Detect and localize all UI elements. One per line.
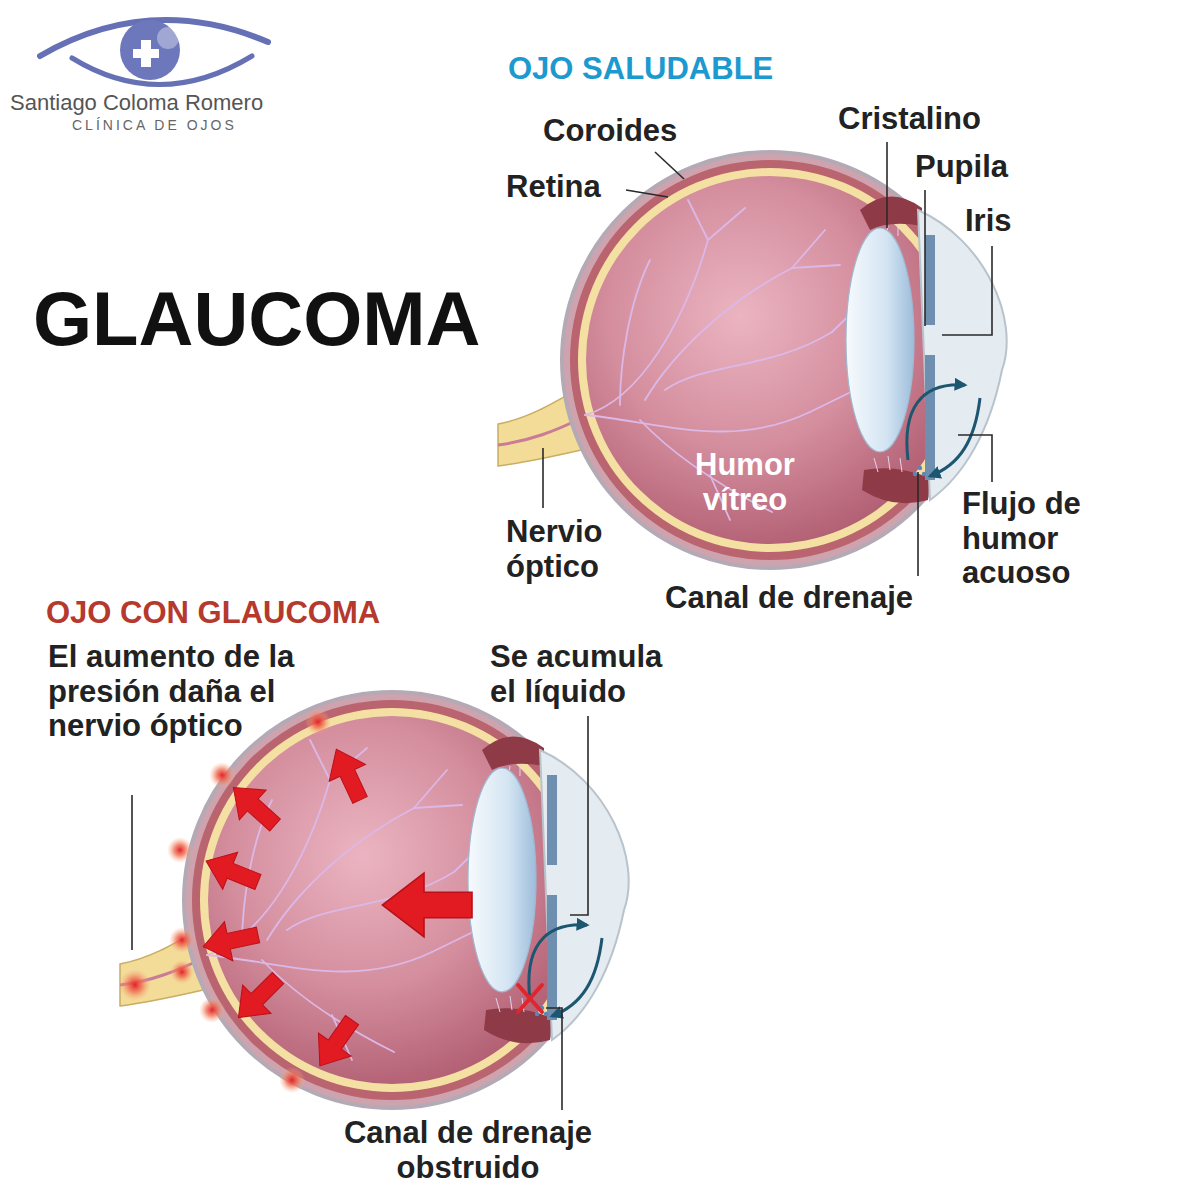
part-label: Cristalino [838, 102, 981, 137]
illustration-part [199, 842, 266, 900]
part-label: Iris [965, 204, 1012, 239]
logo-highlight [157, 27, 179, 49]
logo-cross [141, 40, 151, 67]
illustration-part [209, 762, 235, 788]
illustration-part [917, 472, 919, 576]
pressure-spots [119, 709, 331, 1093]
illustration-part [169, 927, 195, 953]
part-label: Canal de drenaje obstruido [308, 1116, 628, 1185]
illustration-part [958, 435, 992, 482]
illustration-part [279, 1067, 305, 1093]
illustration-part [199, 915, 262, 966]
logo-text: CLÍNICA DE OJOS [72, 118, 237, 134]
illustration-part [518, 985, 542, 1012]
part-label: El aumento de la presión daña el nervio … [48, 640, 348, 744]
clinic-logo [40, 20, 268, 85]
illustration-part [131, 795, 133, 950]
illustration-part [303, 1009, 368, 1078]
illustration-part [382, 873, 472, 937]
illustration-part [626, 190, 668, 197]
blocked-drain-mark [518, 985, 542, 1012]
illustration-part [167, 837, 193, 863]
logo-iris [120, 20, 180, 80]
section-heading: OJO SALUDABLE [508, 52, 773, 87]
part-label: Coroides [543, 114, 677, 149]
illustration-part [942, 246, 992, 335]
illustration-part [119, 969, 151, 1001]
healthy-eye [498, 152, 1007, 568]
diagram-title: GLAUCOMA [33, 276, 481, 361]
section-heading: OJO CON GLAUCOMA [46, 596, 380, 631]
part-label: Se acumula el líquido [490, 640, 690, 709]
illustration-part [224, 964, 292, 1032]
illustration-part [305, 709, 331, 735]
illustration-part [546, 1008, 562, 1110]
illustration-part [570, 716, 588, 915]
part-label: Canal de drenaje [665, 581, 913, 616]
illustration-part [655, 152, 684, 179]
logo-text: Santiago Coloma Romero [10, 91, 263, 116]
part-label: Retina [506, 170, 601, 205]
illustration-part [542, 448, 544, 508]
illustration-part [170, 960, 194, 984]
part-label: Nervio óptico [506, 515, 641, 584]
part-label: Flujo de humor acuoso [962, 487, 1112, 591]
illustration-part [318, 741, 378, 809]
illustration-part [518, 985, 542, 1012]
illustration-part [220, 773, 288, 840]
glaucoma-eye [120, 692, 629, 1108]
illustration-part [886, 142, 888, 228]
illustration-part [199, 997, 225, 1023]
part-label: Humor vítreo [665, 448, 825, 517]
part-label: Pupila [915, 150, 1008, 185]
pressure-arrows [199, 741, 472, 1078]
illustration-part [924, 190, 926, 326]
